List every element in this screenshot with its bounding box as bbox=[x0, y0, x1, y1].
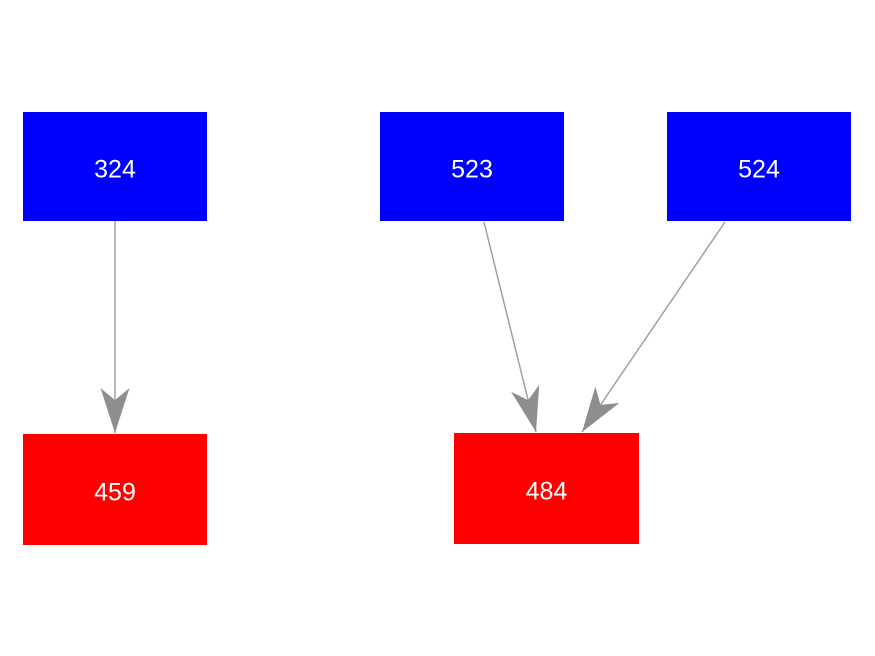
node-459-box bbox=[23, 434, 207, 545]
node-484: 484 bbox=[454, 433, 639, 544]
node-524: 524 bbox=[667, 112, 851, 221]
node-523: 523 bbox=[380, 112, 564, 221]
node-459-label: 459 bbox=[94, 478, 136, 506]
node-524-label: 524 bbox=[738, 155, 780, 183]
node-324-label: 324 bbox=[94, 155, 136, 183]
node-324-box bbox=[23, 112, 207, 221]
edge-523-to-484 bbox=[483, 221, 540, 433]
node-524-box bbox=[667, 112, 851, 221]
node-459: 459 bbox=[23, 434, 207, 545]
node-484-box bbox=[454, 433, 639, 544]
node-484-label: 484 bbox=[526, 477, 568, 505]
node-523-box bbox=[380, 112, 564, 221]
edge-524-to-484 bbox=[581, 221, 726, 433]
node-324: 324 bbox=[23, 112, 207, 221]
node-523-label: 523 bbox=[451, 155, 493, 183]
